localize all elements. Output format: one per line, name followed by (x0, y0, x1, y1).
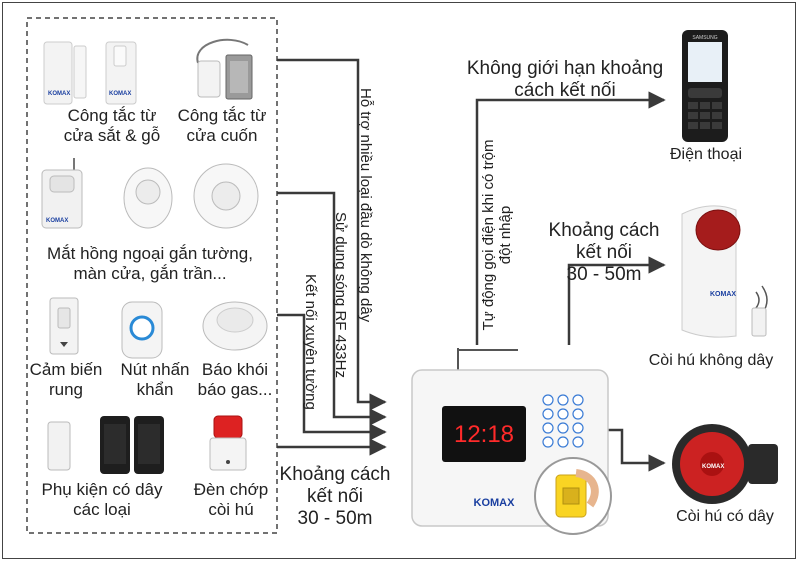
svg-text:KOMAX: KOMAX (46, 218, 68, 224)
arrow-wall (277, 313, 387, 441)
shutter-sensor-icon (196, 38, 253, 100)
wireless-siren-label: Còi hú không dây (648, 352, 774, 369)
svg-text:KOMAX: KOMAX (702, 464, 724, 470)
arrow-wired-siren (605, 428, 666, 472)
phone-brand: SAMSUNG (692, 35, 717, 41)
pir-sensor-label: Mắt hồng ngoại gắn tường, màn cửa, gắn t… (47, 244, 253, 283)
arrow-rf (277, 191, 387, 426)
phone-icon: SAMSUNG (682, 30, 728, 142)
svg-text:KOMAX: KOMAX (48, 91, 70, 97)
arrow-phone (475, 91, 666, 345)
wireless-range-label: Khoảng cách kết nối 30 - 50m (548, 220, 660, 285)
vibration-sensor-icon (49, 297, 79, 355)
strobe-siren-label: Đèn chớp còi hú (193, 480, 269, 519)
wired-accessories-label: Phụ kiện có dây các loại (41, 480, 163, 519)
range-label-bottom: Khoảng cách kết nối 30 - 50m (279, 464, 391, 529)
vibration-sensor-label: Cảm biến rung (29, 360, 103, 399)
panic-button-label: Nút nhấn khẩn (120, 360, 190, 399)
wired-accessories-icon (47, 416, 164, 474)
wall-penetration-label: Kết nối xuyên tường (302, 274, 319, 410)
svg-text:KOMAX: KOMAX (109, 91, 131, 97)
multi-sensor-label: Hỗ trợ nhiều loại đầu dò không dây (357, 88, 374, 323)
sim-card-icon (534, 457, 612, 535)
shutter-sensor-label: Công tắc từ cửa cuốn (177, 106, 267, 145)
auto-call-label: Tự động gọi điện khi có trộm đột nhập (480, 139, 515, 331)
panel-brand: KOMAX (474, 497, 516, 509)
panel-display-time: 12:18 (454, 421, 514, 448)
door-sensor-label: Công tắc từ cửa sắt & gỗ (63, 106, 161, 145)
sensor-group-box (26, 17, 278, 534)
rf-433-label: Sử dụng sóng RF 433Hz (332, 212, 349, 378)
strobe-siren-icon (209, 415, 247, 471)
wireless-siren-icon: KOMAX (681, 205, 768, 338)
svg-text:KOMAX: KOMAX (710, 291, 736, 298)
unlimited-range-label: Không giới hạn khoảng cách kết nối (466, 58, 664, 101)
smoke-detector-label: Báo khói báo gas... (197, 360, 273, 399)
arrow-wireless-siren (567, 256, 666, 345)
wired-siren-icon: KOMAX (672, 424, 778, 504)
panic-button-icon (121, 301, 163, 359)
smoke-detector-icon (202, 301, 268, 351)
phone-label: Điện thoại (669, 146, 743, 163)
wired-siren-label: Còi hú có dây (676, 508, 774, 525)
arrow-multi-sensor (277, 58, 387, 411)
door-sensor-icon: KOMAX KOMAX (43, 41, 137, 105)
pir-sensor-icon: KOMAX (41, 158, 259, 229)
